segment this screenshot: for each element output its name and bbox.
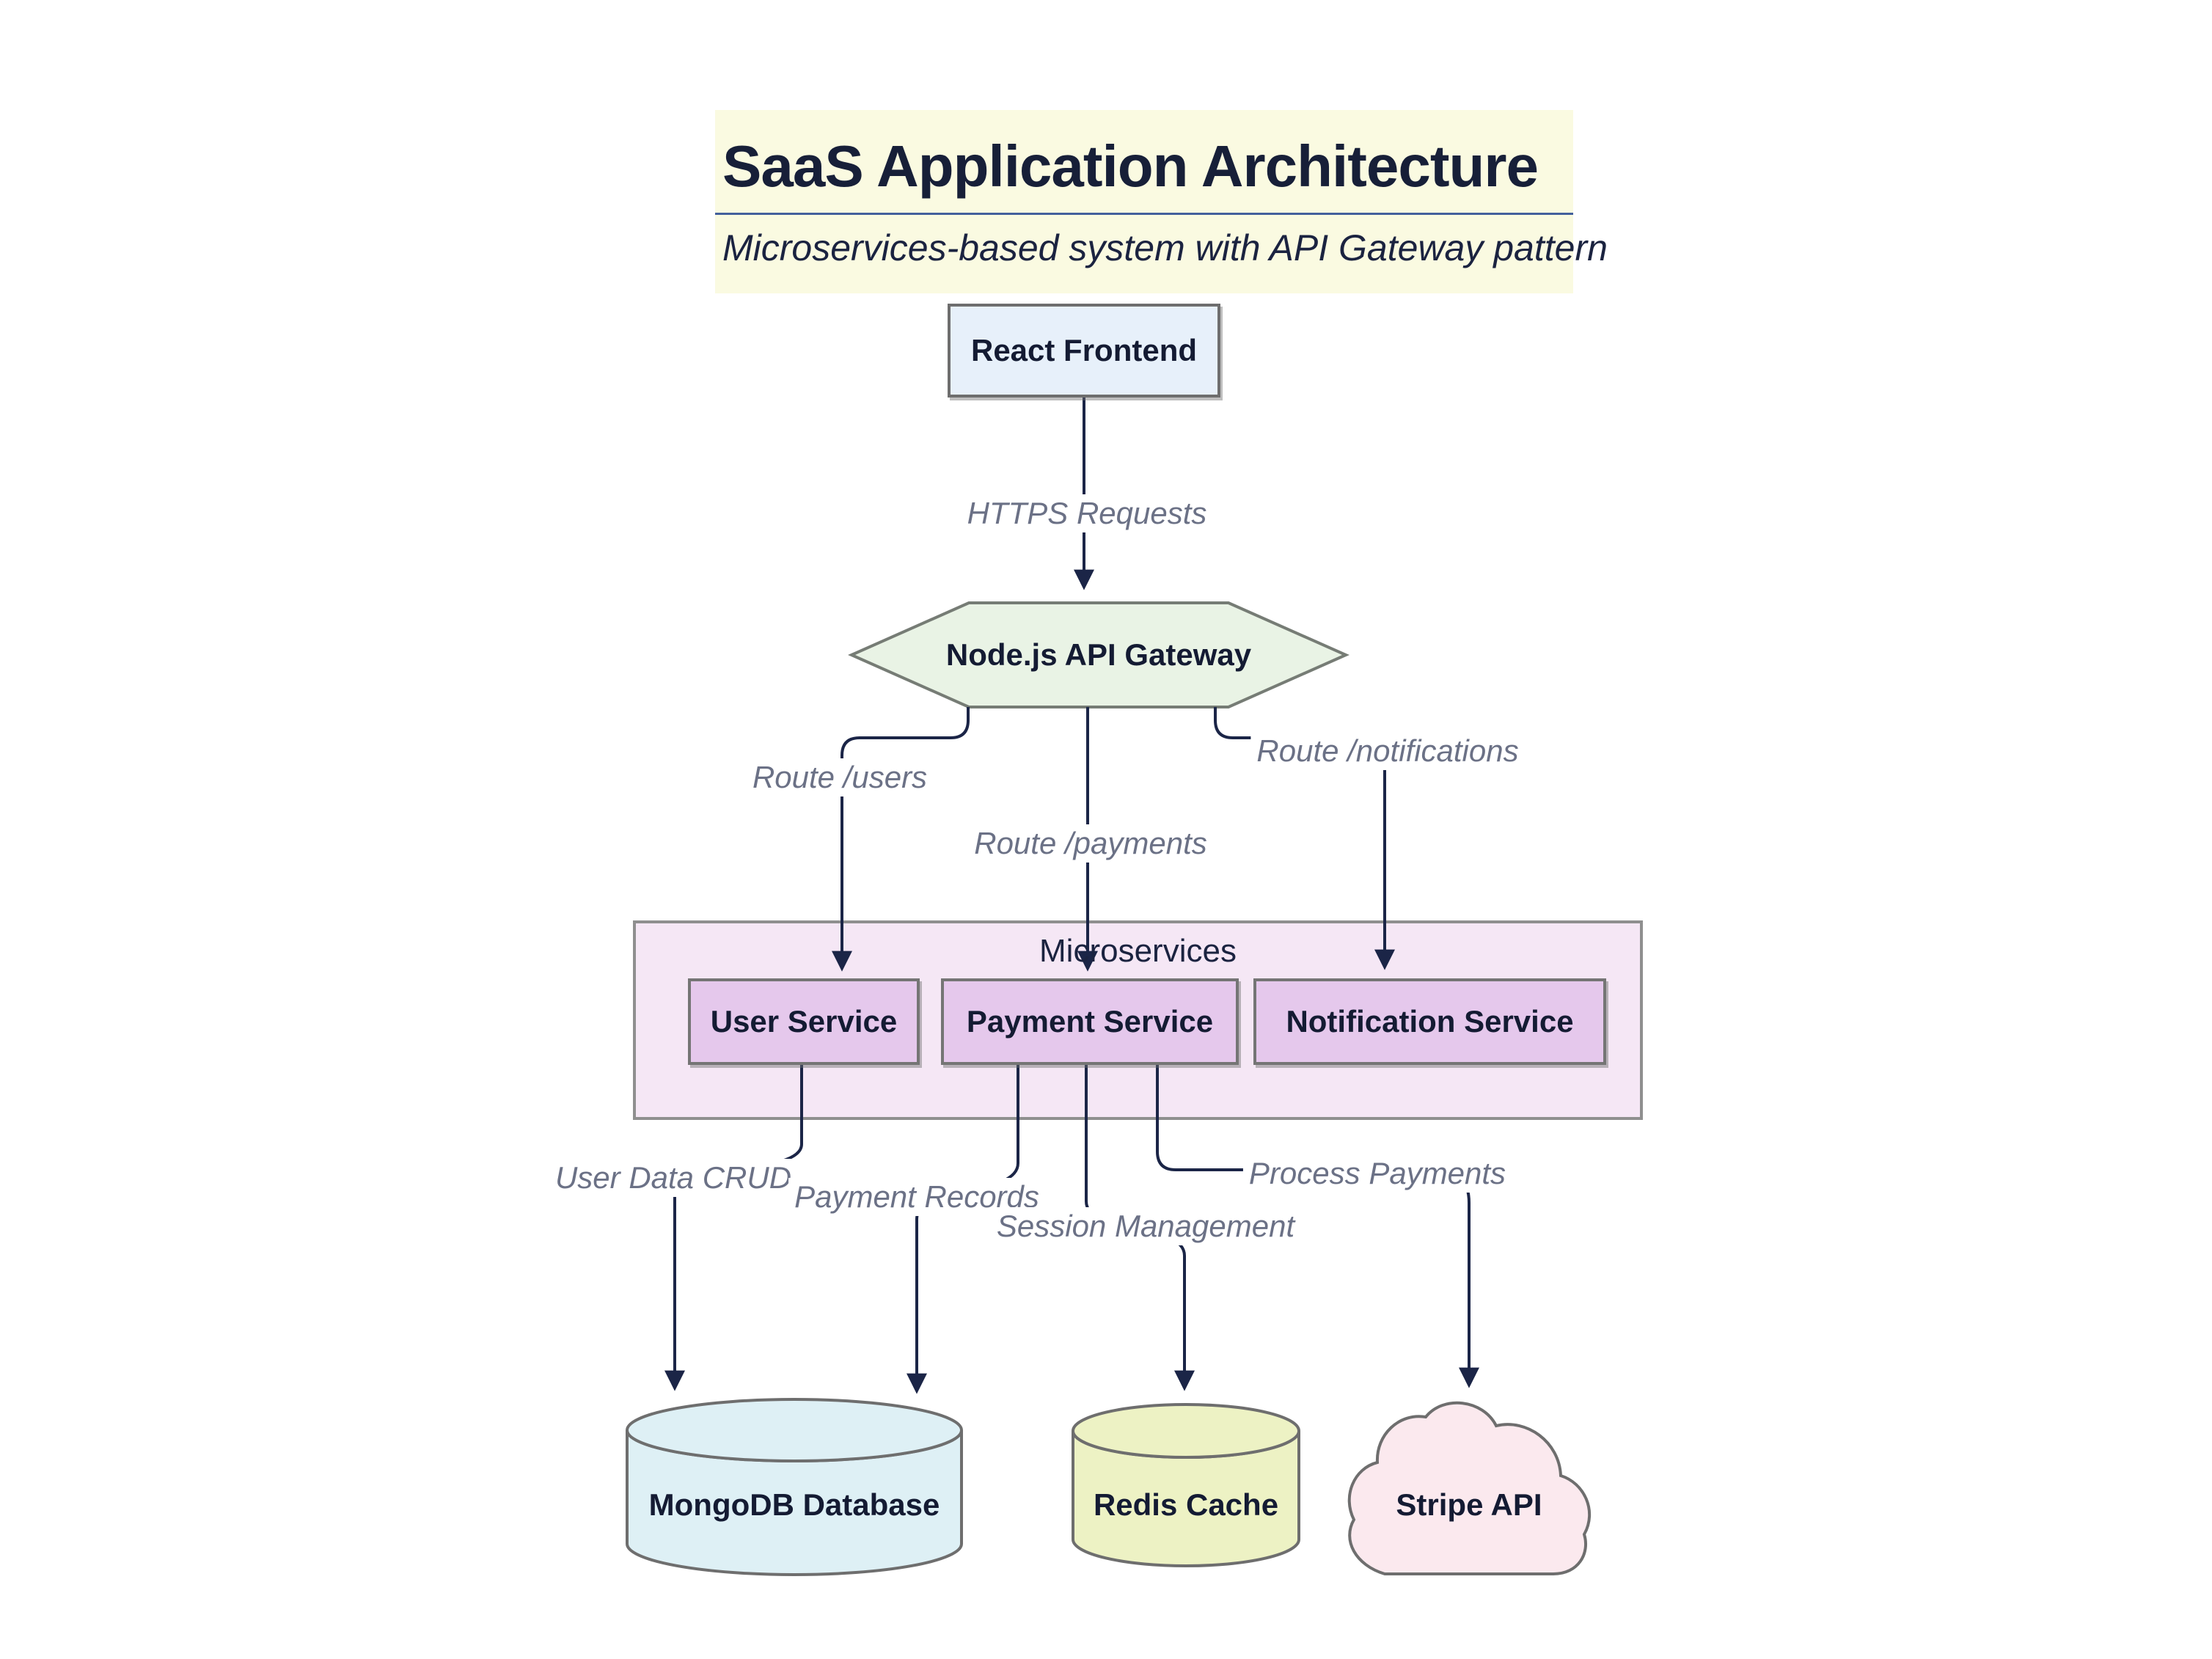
node-notification-service-label: Notification Service (1286, 1004, 1574, 1039)
node-redis-label: Redis Cache (1093, 1487, 1279, 1522)
page-subtitle: Microservices-based system with API Gate… (722, 227, 1608, 269)
title-block: SaaS Application Architecture Microservi… (715, 110, 1608, 293)
edge-label-route-payments: Route /payments (968, 824, 1213, 863)
edge-label-session-management: Session Management (990, 1207, 1301, 1245)
node-api-gateway-label: Node.js API Gateway (945, 637, 1252, 672)
node-notification-service: Notification Service (1253, 978, 1606, 1065)
edge-label-https-requests: HTTPS Requests (961, 494, 1213, 532)
page-title: SaaS Application Architecture (715, 110, 1573, 216)
edge-route-users (832, 707, 970, 972)
node-react-frontend-label: React Frontend (970, 333, 1198, 367)
node-user-service-label: User Service (710, 1004, 898, 1039)
edge-label-process-payments: Process Payments (1242, 1154, 1512, 1193)
node-stripe-label: Stripe API (1396, 1487, 1542, 1522)
node-react-frontend: React Frontend (948, 304, 1220, 398)
node-payment-service: Payment Service (941, 978, 1239, 1065)
node-user-service: User Service (688, 978, 920, 1065)
mongodb-cylinder-shape (626, 1398, 963, 1576)
edge-label-route-users: Route /users (746, 758, 934, 796)
node-mongodb-label: MongoDB Database (648, 1487, 940, 1522)
group-microservices-label: Microservices (1039, 933, 1237, 969)
stripe-cloud-shape (1347, 1401, 1592, 1575)
edge-user-data-crud (664, 1065, 803, 1391)
node-payment-service-label: Payment Service (966, 1004, 1214, 1039)
edge-label-user-data-crud: User Data CRUD (549, 1159, 798, 1197)
edge-label-route-notifications: Route /notifications (1250, 732, 1525, 770)
redis-cylinder-shape (1072, 1403, 1300, 1567)
